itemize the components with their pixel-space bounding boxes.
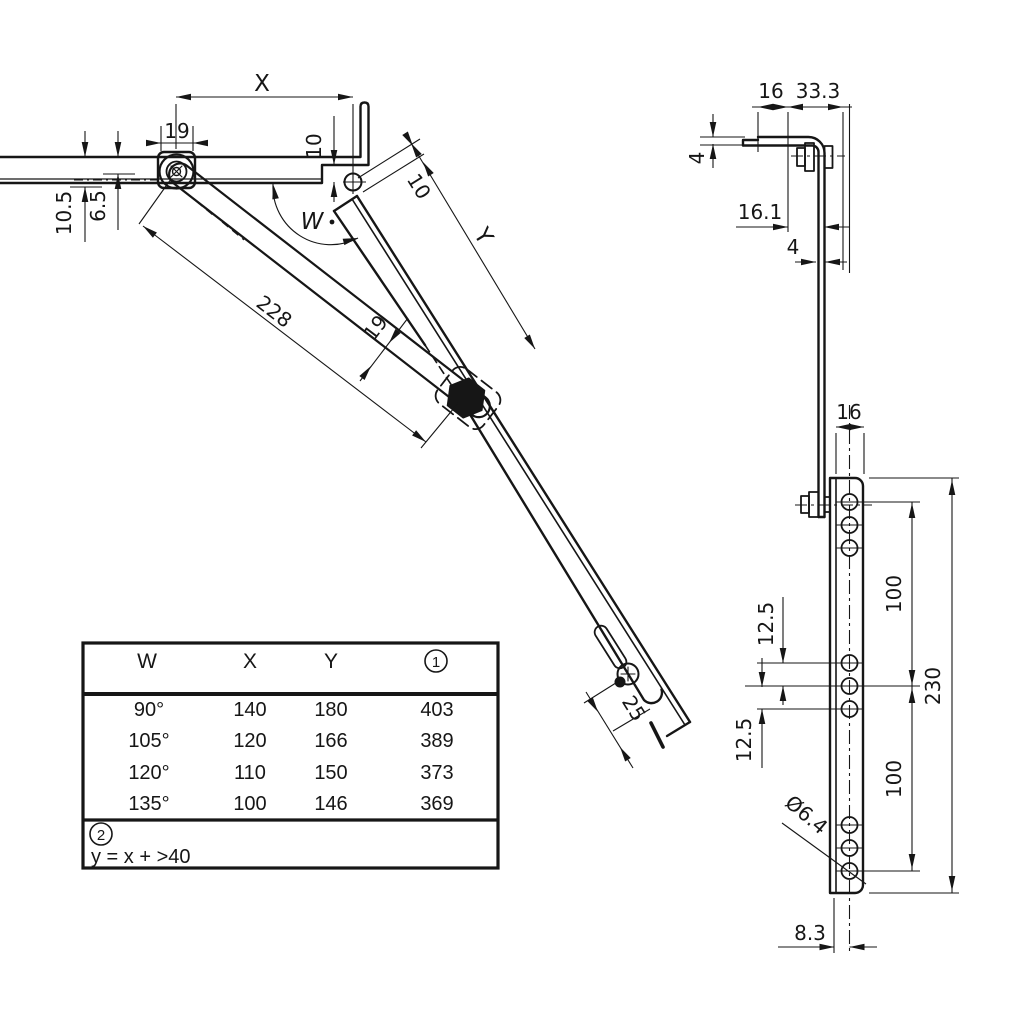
sash-bar-right-edge [355,194,692,724]
cell-length: 373 [420,762,453,784]
angle-w-label: W [301,209,325,235]
dim-16-top-label: 16 [758,79,783,103]
cell-x: 110 [234,762,266,784]
degree-dot [329,219,335,225]
col-header-w: W [137,650,157,673]
end-slot [593,624,628,670]
cell-y: 146 [314,793,347,815]
dim-100-upper-label: 100 [882,575,906,613]
hex-nut [446,377,486,419]
circled-1-icon [424,649,448,673]
note-badge: 2 [97,827,105,844]
cell-length: 403 [420,699,453,721]
nut-housing [434,365,502,431]
col-header-y: Y [324,650,338,673]
dimension-lines [70,96,959,955]
note-text: y = x + >40 [91,846,191,868]
dim-33-3-label: 33.3 [796,79,841,103]
spec-table-rows: 90° 140 180 403 105° 120 166 389 120° 11… [128,699,453,815]
cell-w: 90° [134,699,164,721]
cell-length: 369 [420,793,453,815]
flange-inner [741,144,820,519]
dim-16-plate-label: 16 [836,400,861,424]
dim-230-label: 230 [921,667,945,705]
table-row: 105° 120 166 389 [128,730,453,752]
pivot-rivet-cross [170,165,183,178]
sash-bar-end-cut [665,720,692,738]
cell-y: 150 [314,762,347,784]
cell-y: 166 [314,730,347,752]
dim-4-flange-label: 4 [685,152,709,165]
dim-100-lower-label: 100 [882,760,906,798]
sash-bar-inner-line [351,198,686,726]
bar-break-mark [649,721,665,749]
sash-bar-left-edge [332,209,427,347]
spec-table-header-row: W X Y 1 [137,649,448,673]
slot-pin [614,676,626,688]
cell-w: 120° [128,762,169,784]
spec-table-note: 2 y = x + >40 [89,822,191,868]
cell-x: 120 [233,730,266,752]
col-header-length-badge: 1 [432,654,440,671]
rivet1-washer [823,145,834,169]
hole-ticks [745,501,920,872]
pivot-rivet-inner [171,166,182,177]
table-row: 120° 110 150 373 [128,762,453,784]
end-hole-cross [620,666,636,682]
dim-10-5-label: 10.5 [52,191,76,236]
main-view-labels: X 19 10 10.5 6.5 W 228 19 10 Y 25 [52,71,651,725]
dim-12-5-lower-label: 12.5 [732,718,756,763]
cell-y: 180 [314,699,347,721]
cell-x: 140 [233,699,266,721]
cell-w: 135° [128,793,169,815]
dim-19-housing-label: 19 [164,119,189,143]
dim-4-bar-label: 4 [787,235,800,259]
dim-10-step-label: 10 [302,133,326,158]
dim-12-5-upper-label: 12.5 [754,602,778,647]
main-view-parts [0,101,692,749]
dim-x-label: X [254,71,270,97]
sash-bar-tongue [458,396,664,705]
table-row: 135° 100 146 369 [128,793,453,815]
cell-w: 105° [128,730,169,752]
cell-x: 100 [233,793,266,815]
dim-16-1-label: 16.1 [738,200,783,224]
end-hole [616,662,640,686]
table-row: 90° 140 180 403 [134,699,454,721]
col-header-x: X [243,650,257,673]
dim-8-3-label: 8.3 [794,921,826,945]
rivet1-head [804,142,815,172]
spec-table-border [81,641,500,870]
mounting-plate [828,476,865,895]
frame-track-profile [0,101,370,185]
circled-2-icon [89,822,113,846]
spec-table: W X Y 1 90° 140 180 403 105° 120 166 389… [81,641,500,870]
cell-length: 389 [420,730,453,752]
sash-bar-top-cut [332,194,359,213]
pivot-rivet-mid [165,160,188,183]
dim-6-5-label: 6.5 [86,190,110,222]
